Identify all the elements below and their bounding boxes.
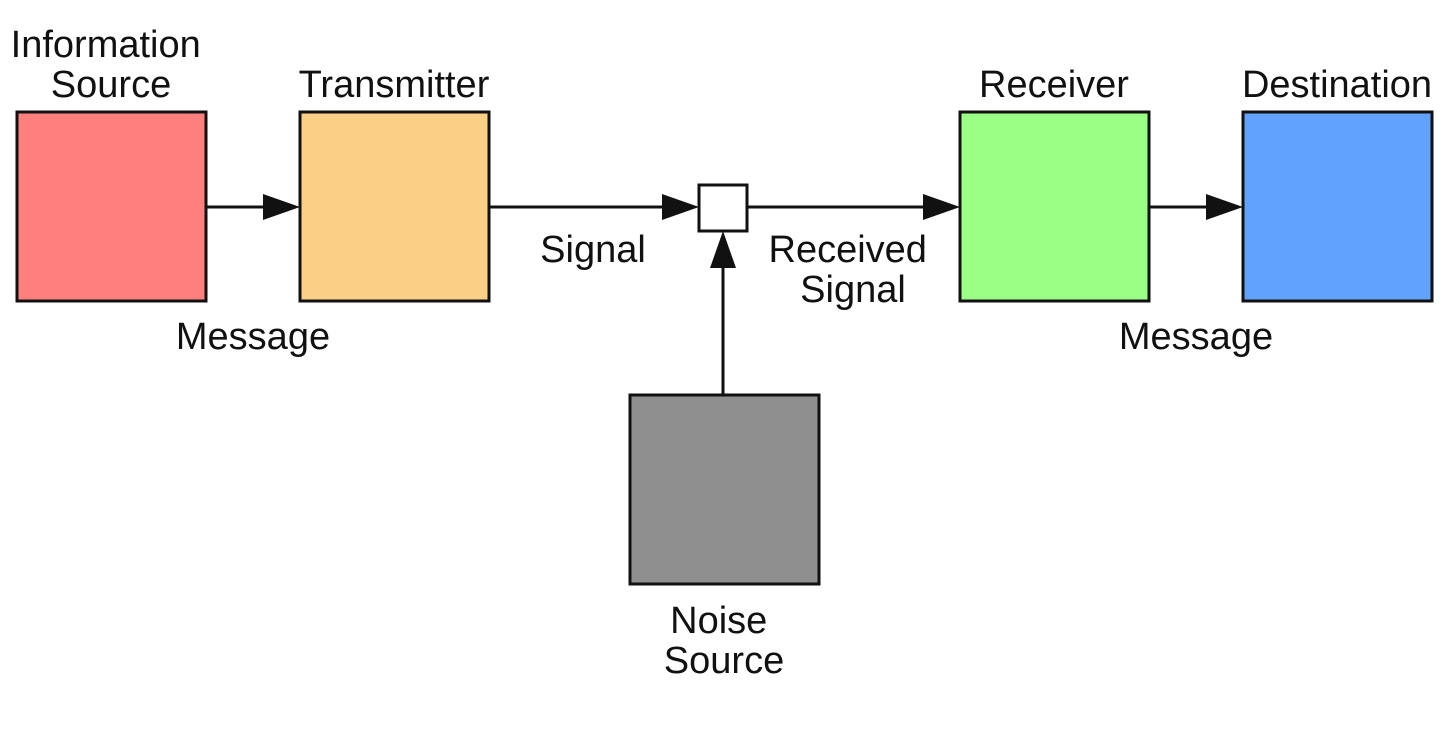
- arrow-transmitter-to-junction: [489, 194, 699, 220]
- arrow-source-to-transmitter: [206, 194, 300, 220]
- information-source-label: Information Source: [11, 24, 212, 106]
- transmitter-block: [298, 110, 491, 303]
- arrow-noise-to-junction: [710, 231, 736, 395]
- receiver-label: Receiver: [979, 64, 1129, 106]
- message-label-left: Message: [176, 316, 330, 358]
- arrow-receiver-to-destination: [1149, 194, 1243, 220]
- transmitter-label: Transmitter: [299, 64, 490, 106]
- destination-block: [1241, 110, 1434, 303]
- noise-source-block: [628, 393, 821, 586]
- message-label-right: Message: [1119, 316, 1273, 358]
- receiver-block: [958, 110, 1151, 303]
- noise-source-label: Noise Source: [664, 600, 784, 682]
- information-source-block: [15, 110, 208, 303]
- received-signal-label: Received Signal: [769, 229, 938, 311]
- signal-label: Signal: [540, 229, 646, 271]
- noise-adder-junction: [697, 183, 749, 233]
- arrow-junction-to-receiver: [747, 194, 960, 220]
- destination-label: Destination: [1242, 64, 1432, 106]
